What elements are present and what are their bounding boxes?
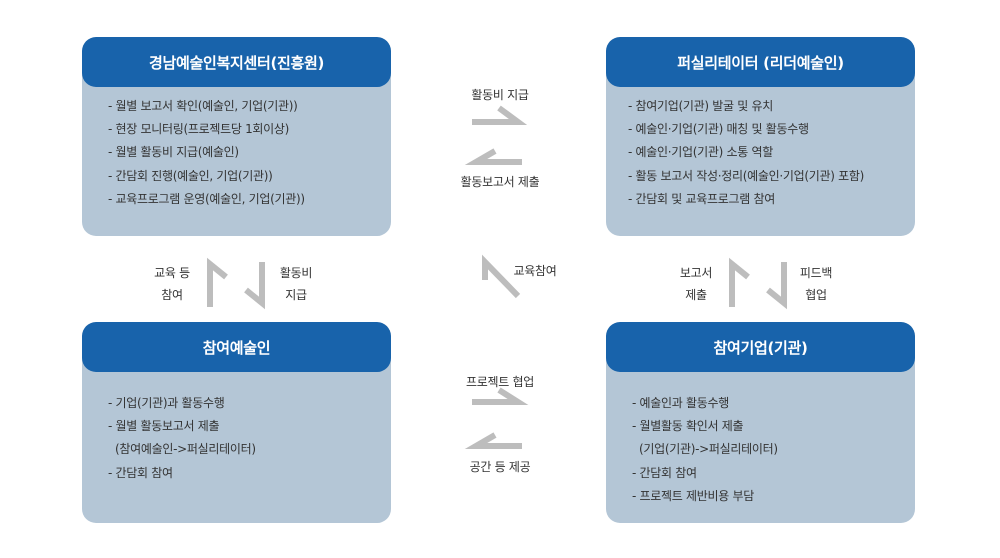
flow-label-line: 제출 [685, 288, 707, 302]
arrow-right-top [472, 105, 528, 125]
flow-label-line: 지급 [285, 288, 307, 302]
card-title: 퍼실리테이터 (리더예술인) [606, 37, 915, 87]
card-culture-welfare-center: 경남예술인복지센터(진흥원) - 월별 보고서 확인(예술인, 기업(기관)) … [82, 37, 391, 236]
list-item: - 참여기업(기관) 발굴 및 유치 [628, 99, 773, 113]
flow-label-line: 교육 등 [154, 266, 190, 280]
list-item: - 간담회 진행(예술인, 기업(기관)) [108, 168, 273, 183]
card-title: 참여기업(기관) [606, 322, 915, 372]
arrow-left-bottom [464, 432, 522, 449]
arrow-down-left [244, 262, 265, 310]
card-facilitator: 퍼실리테이터 (리더예술인) - 참여기업(기관) 발굴 및 유치 - 예술인·… [606, 37, 915, 236]
arrow-diagonal [482, 254, 521, 299]
list-item: - 간담회 및 교육프로그램 참여 [628, 191, 775, 206]
list-item: - 프로젝트 제반비용 부담 [632, 488, 754, 503]
flow-label-line: 보고서 [679, 266, 713, 280]
arrow-down-right [766, 262, 787, 310]
arrow-right-bottom [472, 387, 529, 405]
flow-label-line: 참여 [161, 288, 183, 302]
card-participating-artist: 참여예술인 - 기업(기관)과 활동수행 - 월별 활동보고서 제출 (참여예술… [82, 322, 391, 523]
list-item: - 월별 보고서 확인(예술인, 기업(기관)) [108, 99, 298, 113]
card-title: 참여예술인 [82, 322, 391, 372]
flow-label-education: 교육참여 [513, 264, 557, 278]
arrow-left-top [464, 148, 522, 165]
list-item: - 예술인·기업(기관) 매칭 및 활동수행 [628, 122, 809, 137]
flow-label-space-provision: 공간 등 제공 [469, 460, 531, 474]
list-item: - 월별 활동비 지급(예술인) [108, 145, 239, 160]
flow-label-line: 활동비 [279, 266, 313, 280]
flow-label-project-collab: 프로젝트 협업 [466, 375, 534, 389]
arrow-up-left [207, 257, 228, 307]
card-item-list: - 예술인과 활동수행 - 월별활동 확인서 제출 (기업(기관)->퍼실리테이… [606, 372, 915, 508]
list-item: - 기업(기관)과 활동수행 [108, 396, 225, 410]
list-item: (기업(기관)->퍼실리테이터) [632, 442, 778, 457]
flow-label-report-submit: 보고서 제출 [664, 262, 728, 306]
list-item: - 월별활동 확인서 제출 [632, 419, 744, 434]
flow-label-activity-report: 활동보고서 제출 [460, 175, 540, 189]
list-item: - 교육프로그램 운영(예술인, 기업(기관)) [108, 191, 305, 206]
card-item-list: - 참여기업(기관) 발굴 및 유치 - 예술인·기업(기관) 매칭 및 활동수… [606, 87, 915, 211]
list-item: - 예술인과 활동수행 [632, 396, 729, 410]
list-item: - 월별 활동보고서 제출 [108, 419, 220, 434]
list-item: - 현장 모니터링(프로젝트당 1회이상) [108, 122, 290, 137]
flow-label-line: 협업 [805, 288, 827, 302]
flow-label-education-participation: 교육 등 참여 [140, 262, 204, 306]
card-item-list: - 월별 보고서 확인(예술인, 기업(기관)) - 현장 모니터링(프로젝트당… [82, 87, 391, 211]
list-item: - 활동 보고서 작성·정리(예술인·기업(기관) 포함) [628, 168, 864, 183]
card-item-list: - 기업(기관)과 활동수행 - 월별 활동보고서 제출 (참여예술인->퍼실리… [82, 372, 391, 485]
arrow-up-right [729, 257, 750, 307]
list-item: - 간담회 참여 [108, 465, 173, 480]
list-item: (참여예술인->퍼실리테이터) [108, 442, 256, 457]
flow-label-activity-fee: 활동비 지급 [471, 88, 529, 102]
flow-label-fee-payment: 활동비 지급 [266, 262, 326, 306]
list-item: - 예술인·기업(기관) 소통 역할 [628, 145, 773, 160]
card-title: 경남예술인복지센터(진흥원) [82, 37, 391, 87]
card-participating-company: 참여기업(기관) - 예술인과 활동수행 - 월별활동 확인서 제출 (기업(기… [606, 322, 915, 523]
list-item: - 간담회 참여 [632, 465, 697, 480]
flow-label-line: 피드백 [799, 266, 833, 280]
flow-label-feedback: 피드백 협업 [786, 262, 846, 306]
